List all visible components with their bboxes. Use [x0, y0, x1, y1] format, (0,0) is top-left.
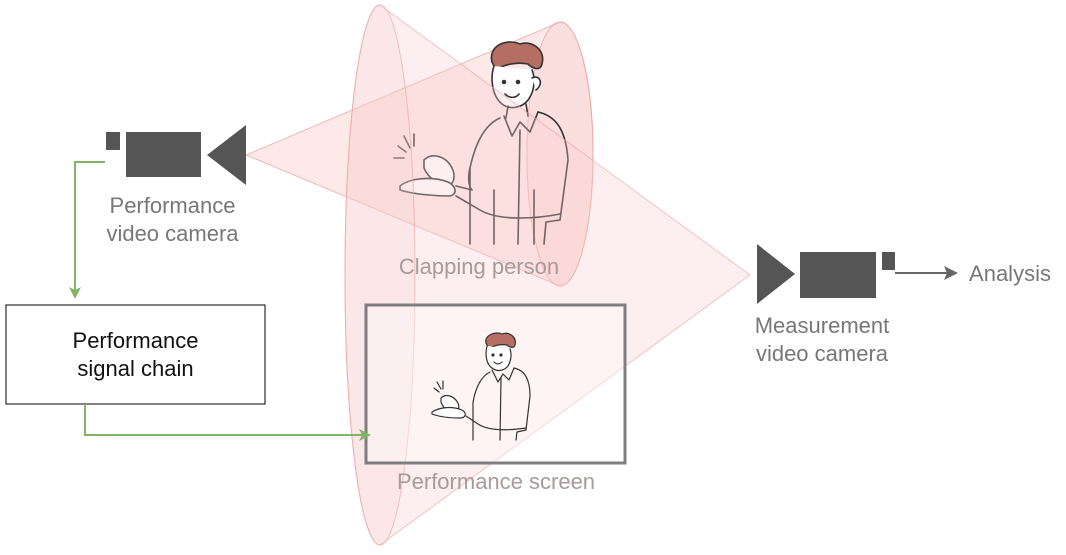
screen-clapping-person-illustration — [431, 332, 531, 441]
signal-chain-to-screen-arrow — [84, 404, 371, 441]
measurement-camera-label-line-1: Measurement — [754, 313, 890, 338]
analysis-label: Analysis — [969, 261, 1051, 286]
camera-to-signal-chain-arrow — [69, 161, 105, 299]
signal-chain-label: Performance signal chain — [6, 327, 265, 383]
signal-chain-label-line-1: Performance — [72, 328, 199, 353]
performance-camera-label: Performance video camera — [90, 192, 255, 248]
signal-chain-box — [5, 304, 266, 405]
performance-camera-label-line-1: Performance — [109, 193, 236, 218]
measurement-camera-label: Measurement video camera — [737, 312, 907, 368]
performance-camera-label-line-2: video camera — [106, 221, 239, 246]
performance-screen-label: Performance screen — [396, 469, 596, 494]
clapping-person-label: Clapping person — [398, 254, 560, 279]
video-camera-icon — [757, 244, 895, 304]
signal-chain-label-line-2: signal chain — [77, 356, 194, 381]
video-camera-icon — [106, 125, 246, 185]
performance-screen-frame — [364, 303, 627, 465]
measurement-camera-label-line-2: video camera — [755, 341, 889, 366]
clapping-person-illustration — [393, 41, 569, 245]
